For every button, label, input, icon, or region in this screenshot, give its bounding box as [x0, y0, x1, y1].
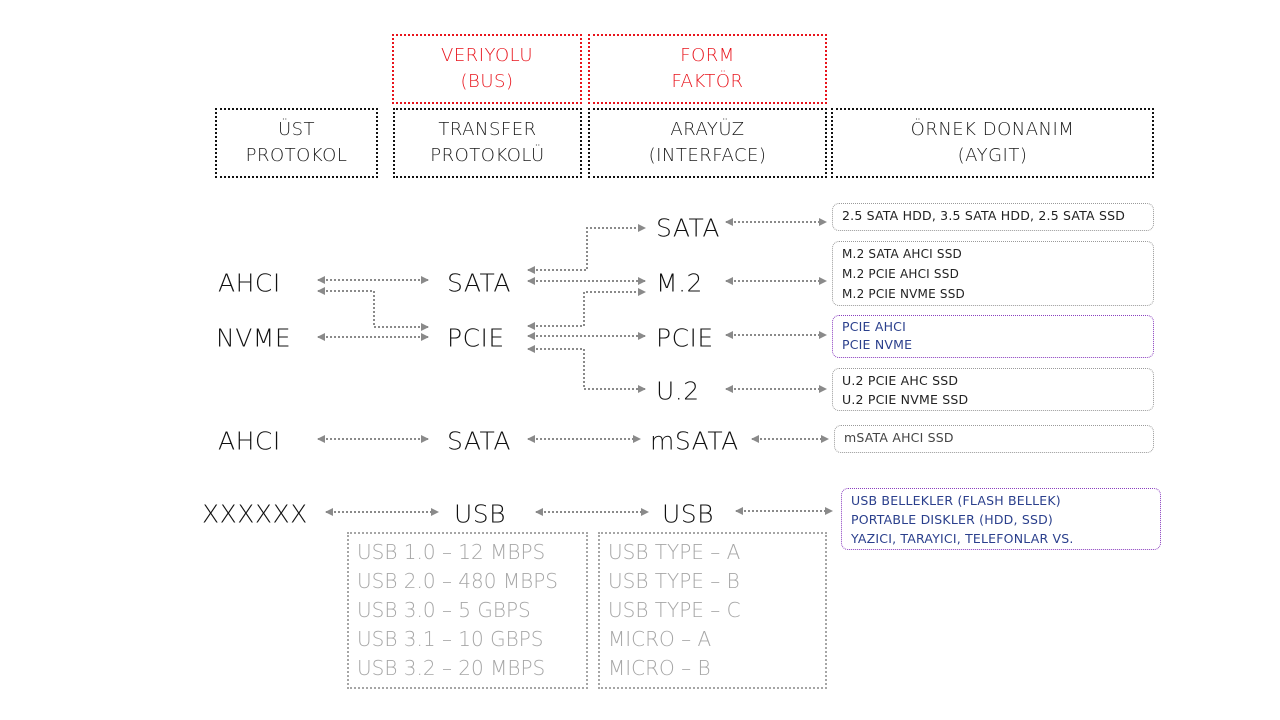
arrow-sata-sata-interface — [527, 224, 646, 274]
usb-versions-list: USB 1.0 – 12 MBPS USB 2.0 – 480 MBPS USB… — [347, 532, 588, 689]
protocol-nvme: NVME — [216, 323, 292, 353]
arrow-pcie-u2 — [527, 345, 646, 393]
usb-version-item: USB 1.0 – 12 MBPS — [357, 540, 546, 564]
protocol-ahci: AHCI — [218, 268, 281, 298]
protocol-xxxxxx: XXXXXX — [202, 499, 308, 529]
form-factor-header: FORM FAKTÖR — [588, 34, 827, 104]
usb-version-item: USB 3.0 – 5 GBPS — [357, 598, 531, 622]
interface-header-line2: (INTERFACE) — [648, 145, 767, 166]
transfer-usb: USB — [454, 499, 507, 529]
bus-header-line2: (BUS) — [460, 71, 514, 92]
usb-type-item: USB TYPE – A — [608, 540, 741, 564]
form-factor-header-line1: FORM — [680, 45, 735, 66]
device-box-msata: mSATA AHCI SSD — [834, 425, 1154, 453]
upper-protocol-header-line2: PROTOKOL — [245, 145, 348, 166]
arrow-ahci-pcie — [317, 287, 429, 331]
usb-type-item: MICRO – B — [608, 656, 711, 680]
transfer-sata-msata: SATA — [447, 426, 511, 456]
interface-header-line1: ARAYÜZ — [670, 119, 745, 140]
transfer-sata: SATA — [447, 268, 511, 298]
interface-usb: USB — [662, 499, 715, 529]
interface-m2: M.2 — [656, 268, 703, 298]
upper-protocol-header-line1: ÜST — [277, 119, 316, 140]
device-item: U.2 PCIE AHC SSD — [842, 373, 959, 388]
usb-types-list: USB TYPE – A USB TYPE – B USB TYPE – C M… — [598, 532, 827, 689]
bus-header: VERIYOLU (BUS) — [392, 34, 582, 104]
interface-pcie: PCIE — [656, 323, 714, 353]
device-box-u2: U.2 PCIE AHC SSD U.2 PCIE NVME SSD — [832, 368, 1154, 411]
arrow-pcie-m2 — [527, 288, 646, 330]
device-item: U.2 PCIE NVME SSD — [842, 392, 969, 407]
device-item: M.2 PCIE AHCI SSD — [842, 267, 960, 281]
device-box-usb: USB BELLEKLER (FLASH BELLEK) PORTABLE DI… — [841, 488, 1161, 550]
transfer-protocol-header-line2: PROTOKOLÜ — [430, 145, 545, 166]
interface-sata: SATA — [656, 213, 720, 243]
usb-version-item: USB 3.1 – 10 GBPS — [357, 627, 544, 651]
transfer-pcie: PCIE — [447, 323, 505, 353]
device-box-m2: M.2 SATA AHCI SSD M.2 PCIE AHCI SSD M.2 … — [832, 241, 1154, 306]
device-item: 2.5 SATA HDD, 3.5 SATA HDD, 2.5 SATA SSD — [842, 208, 1126, 223]
device-item: M.2 PCIE NVME SSD — [842, 287, 965, 301]
device-item: PCIE AHCI — [842, 319, 906, 334]
transfer-protocol-header: TRANSFER PROTOKOLÜ — [393, 108, 582, 178]
interface-msata: mSATA — [650, 426, 739, 456]
device-item: PCIE NVME — [842, 337, 913, 352]
example-hardware-header-line1: ÖRNEK DONANIM — [910, 119, 1075, 140]
example-hardware-header-line2: (AYGIT) — [957, 145, 1028, 166]
protocol-ahci-msata: AHCI — [218, 426, 281, 456]
device-item: mSATA AHCI SSD — [844, 430, 954, 445]
device-item: YAZICI, TARAYICI, TELEFONLAR VS. — [851, 531, 1074, 546]
interface-header: ARAYÜZ (INTERFACE) — [588, 108, 827, 178]
form-factor-header-line2: FAKTÖR — [671, 71, 744, 92]
example-hardware-header: ÖRNEK DONANIM (AYGIT) — [831, 108, 1154, 178]
usb-type-item: USB TYPE – B — [608, 569, 740, 593]
device-item: PORTABLE DISKLER (HDD, SSD) — [851, 512, 1053, 527]
device-box-sata: 2.5 SATA HDD, 3.5 SATA HDD, 2.5 SATA SSD — [832, 203, 1154, 231]
usb-type-item: USB TYPE – C — [608, 598, 741, 622]
usb-version-item: USB 3.2 – 20 MBPS — [357, 656, 546, 680]
interface-u2: U.2 — [656, 376, 700, 406]
bus-header-line1: VERIYOLU — [441, 45, 533, 66]
device-box-pcie: PCIE AHCI PCIE NVME — [832, 315, 1154, 358]
device-item: M.2 SATA AHCI SSD — [842, 247, 962, 261]
usb-version-item: USB 2.0 – 480 MBPS — [357, 569, 558, 593]
transfer-protocol-header-line1: TRANSFER — [438, 119, 537, 140]
upper-protocol-header: ÜST PROTOKOL — [215, 108, 378, 178]
device-item: USB BELLEKLER (FLASH BELLEK) — [851, 493, 1061, 508]
usb-type-item: MICRO – A — [608, 627, 712, 651]
